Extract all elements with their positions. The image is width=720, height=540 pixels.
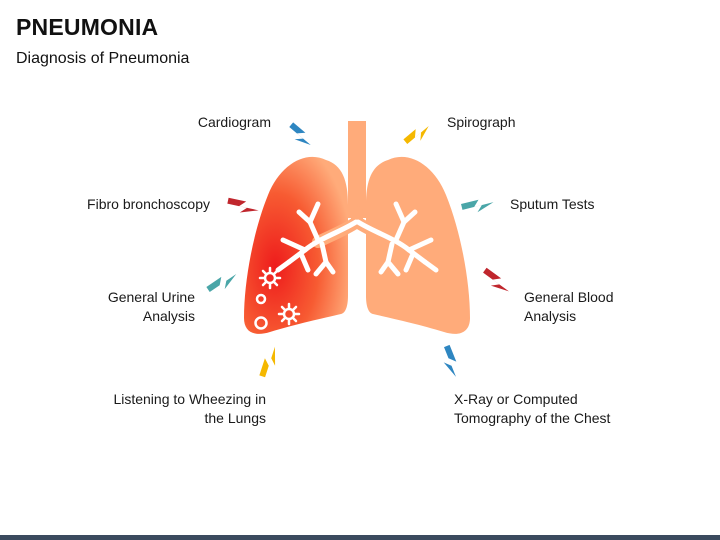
bolt-cardiogram — [289, 122, 311, 145]
label-spirograph: Spirograph — [447, 114, 516, 130]
label-sputum-tests: Sputum Tests — [510, 196, 595, 212]
page-title: PNEUMONIA — [16, 14, 159, 40]
page-subtitle: Diagnosis of Pneumonia — [16, 50, 190, 67]
germ-icons — [254, 266, 301, 330]
bolt-fibro-bronchoscopy — [227, 197, 259, 213]
germ-icon-1 — [258, 266, 282, 290]
trachea — [348, 121, 366, 218]
bolt-wheezing — [259, 346, 276, 378]
bolt-xray — [443, 344, 457, 377]
label-cardiogram: Cardiogram — [197, 114, 271, 130]
bolt-urine-analysis — [206, 274, 237, 292]
germ-icon-3 — [255, 293, 267, 305]
germ-icon-2 — [277, 302, 301, 326]
germ-icon-4 — [254, 316, 268, 330]
label-fibro-bronchoscopy: Fibro bronchoscopy — [87, 196, 210, 212]
bolt-blood-analysis — [483, 267, 509, 292]
bronchi-branches — [275, 201, 439, 277]
bolt-spirograph — [403, 126, 429, 144]
bolt-sputum-tests — [461, 199, 494, 213]
bolts — [206, 122, 509, 378]
bottom-bar — [0, 535, 720, 540]
